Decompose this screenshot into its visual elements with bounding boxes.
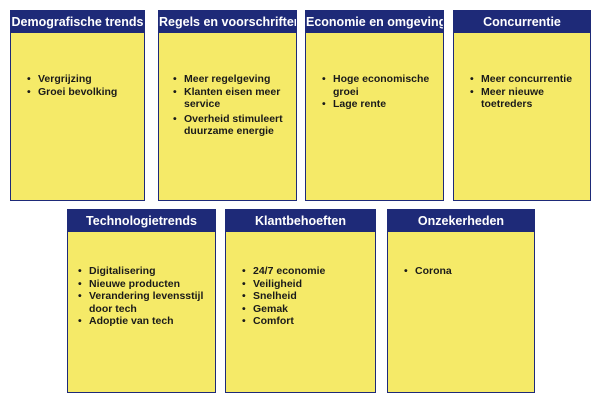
bullet-icon: • <box>173 85 177 98</box>
list-item: • Corona <box>404 265 534 278</box>
list-item-text: Overheid stimuleert duurzame energie <box>184 112 283 138</box>
bullet-icon: • <box>242 302 246 315</box>
bullet-icon: • <box>242 290 246 302</box>
bullet-icon: • <box>470 73 474 85</box>
list-item: • Gemak <box>242 303 375 316</box>
list-item-text: Hoge economische groei <box>333 73 430 98</box>
bullet-list: • Hoge economische groei • Lage rente <box>322 73 443 111</box>
bullet-icon: • <box>242 277 246 290</box>
card-title: Technologietrends <box>68 210 215 232</box>
list-item: • Veiligheid <box>242 278 375 291</box>
list-item-text: 24/7 economie <box>253 265 326 277</box>
list-item-text: Meer regelgeving <box>184 73 271 85</box>
list-item: • Hoge economische groei <box>322 73 443 98</box>
bullet-icon: • <box>78 277 82 290</box>
list-item-text: Corona <box>415 265 452 277</box>
list-item: • Meer regelgeving <box>173 73 296 86</box>
bullet-icon: • <box>27 85 31 98</box>
card-onzekerheden: Onzekerheden • Corona <box>387 209 535 393</box>
list-item: • 24/7 economie <box>242 265 375 278</box>
list-item: • Digitalisering <box>78 265 215 278</box>
bullet-list: • Vergrijzing • Groei bevolking <box>27 73 144 98</box>
card-title: Klantbehoeften <box>226 210 375 232</box>
bullet-icon: • <box>242 315 246 327</box>
list-item-text: Meer nieuwe toetreders <box>481 85 545 111</box>
list-item: • Verandering levensstijl door tech <box>78 290 215 315</box>
list-item: • Vergrijzing <box>27 73 144 86</box>
bullet-list: • Meer regelgeving • Klanten eisen meer se… <box>173 73 296 138</box>
bullet-icon: • <box>404 265 408 277</box>
list-item-text: Snelheid <box>253 290 297 302</box>
card-title: Concurrentie <box>454 11 590 33</box>
list-item-text: Vergrijzing <box>38 73 92 85</box>
list-item-text: Verandering levensstijl door tech <box>89 290 204 315</box>
bullet-list: • Digitalisering • Nieuwe producten • Veran… <box>78 265 215 328</box>
list-item: • Lage rente <box>322 98 443 111</box>
card-title: Demografische trends <box>11 11 144 33</box>
bullet-list: • Corona <box>404 265 534 278</box>
list-item: • Overheid stimuleert duurzame energie <box>173 113 296 138</box>
list-item-text: Adoptie van tech <box>89 315 174 327</box>
card-demografische-trends: Demografische trends • Vergrijzing • Groei… <box>10 10 145 201</box>
bullet-icon: • <box>242 265 246 277</box>
bullet-icon: • <box>78 315 82 327</box>
list-item-text: Klanten eisen meer service <box>184 85 281 111</box>
bullet-icon: • <box>78 290 82 302</box>
card-regels-en-voorschriften: Regels en voorschriften • Meer regelgevin… <box>158 10 297 201</box>
list-item: • Adoptie van tech <box>78 315 215 328</box>
list-item-text: Veiligheid <box>253 277 303 290</box>
list-item: • Comfort <box>242 315 375 328</box>
list-item: • Snelheid <box>242 290 375 303</box>
card-title: Economie en omgeving <box>306 11 443 33</box>
list-item: • Meer concurrentie <box>470 73 590 86</box>
list-item: • Nieuwe producten <box>78 278 215 291</box>
bullet-icon: • <box>322 98 326 110</box>
card-economie-en-omgeving: Economie en omgeving • Hoge economische g… <box>305 10 444 201</box>
list-item: • Groei bevolking <box>27 86 144 99</box>
bullet-icon: • <box>78 265 82 277</box>
list-item: • Klanten eisen meer service <box>173 86 296 111</box>
list-item-text: Digitalisering <box>89 265 156 277</box>
bullet-icon: • <box>27 73 31 85</box>
card-technologietrends: Technologietrends • Digitalisering • Nieuw… <box>67 209 216 393</box>
list-item: • Meer nieuwe toetreders <box>470 86 590 111</box>
bullet-list: • 24/7 economie • Veiligheid • Snelheid • Ge… <box>242 265 375 328</box>
list-item-text: Gemak <box>253 302 289 315</box>
card-title: Regels en voorschriften <box>159 11 296 33</box>
bullet-list: • Meer concurrentie • Meer nieuwe toetrede… <box>470 73 590 111</box>
list-item-text: Groei bevolking <box>38 85 118 98</box>
bullet-icon: • <box>470 85 474 98</box>
list-item-text: Comfort <box>253 315 294 327</box>
card-klantbehoeften: Klantbehoeften • 24/7 economie • Veilighei… <box>225 209 376 393</box>
list-item-text: Lage rente <box>333 98 387 110</box>
bullet-icon: • <box>173 112 177 125</box>
card-title: Onzekerheden <box>388 210 534 232</box>
card-concurrentie: Concurrentie • Meer concurrentie • Meer ni… <box>453 10 591 201</box>
list-item-text: Nieuwe producten <box>89 277 181 290</box>
bullet-icon: • <box>322 73 326 85</box>
bullet-icon: • <box>173 73 177 85</box>
list-item-text: Meer concurrentie <box>481 73 573 85</box>
